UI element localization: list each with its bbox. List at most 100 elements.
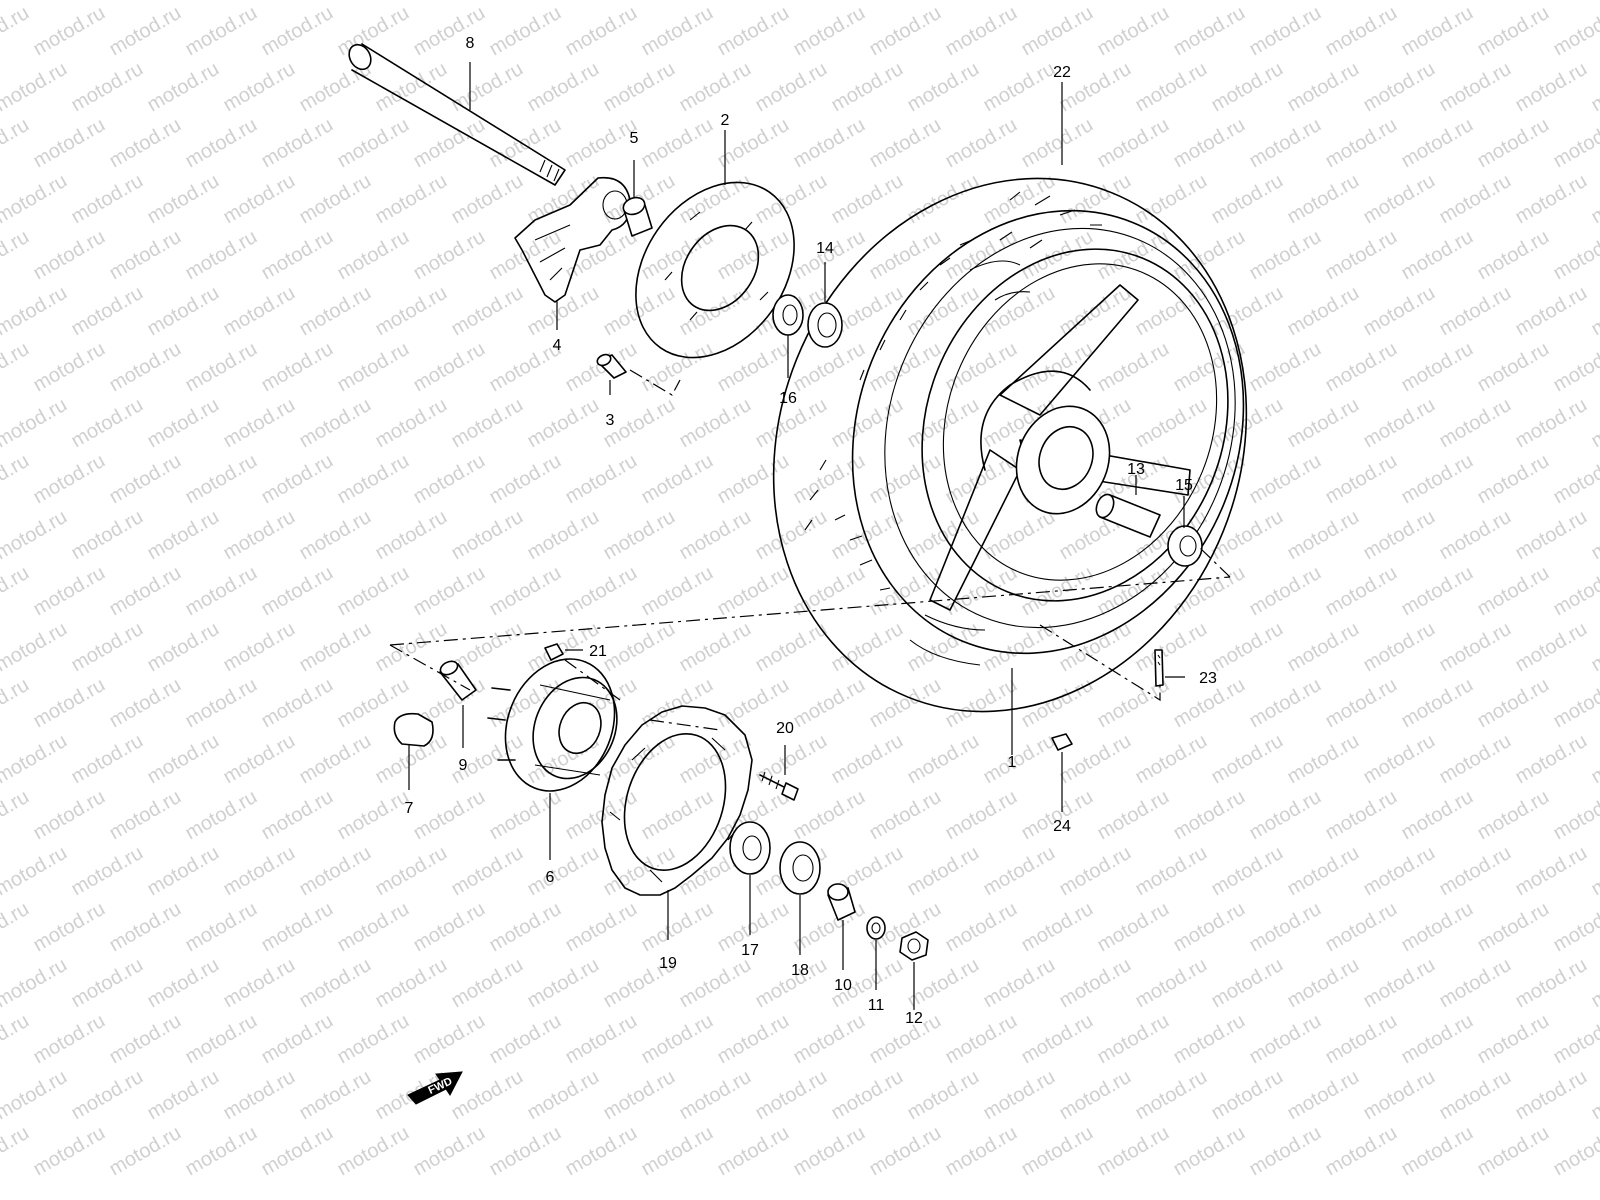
watermark-text: motod.ru: [182, 450, 261, 509]
watermark-text: motod.ru: [1208, 394, 1287, 453]
watermark-text: motod.ru: [942, 114, 1021, 173]
watermark-text: motod.ru: [372, 282, 451, 341]
watermark-text: motod.ru: [1132, 58, 1211, 117]
watermark-text: motod.ru: [0, 58, 71, 117]
watermark-text: motod.ru: [1284, 0, 1363, 4]
watermark-text: motod.ru: [790, 786, 869, 845]
watermark-text: motod.ru: [676, 506, 755, 565]
watermark-text: motod.ru: [448, 394, 527, 453]
watermark-text: motod.ru: [1208, 282, 1287, 341]
watermark-text: motod.ru: [486, 1010, 565, 1069]
watermark-text: motod.ru: [1246, 226, 1325, 285]
watermark-text: motod.ru: [752, 58, 831, 117]
watermark-text: motod.ru: [1170, 2, 1249, 61]
watermark-text: motod.ru: [676, 954, 755, 1013]
watermark-text: motod.ru: [752, 170, 831, 229]
watermark-text: motod.ru: [828, 170, 907, 229]
watermark-text: motod.ru: [942, 1122, 1021, 1181]
watermark-text: motod.ru: [1550, 674, 1600, 733]
watermark-text: motod.ru: [1474, 786, 1553, 845]
watermark-text: motod.ru: [1360, 0, 1439, 4]
watermark-text: motod.ru: [524, 394, 603, 453]
watermark-text: motod.ru: [372, 394, 451, 453]
watermark-text: motod.ru: [1284, 394, 1363, 453]
watermark-text: motod.ru: [1246, 338, 1325, 397]
watermark-text: motod.ru: [0, 450, 33, 509]
watermark-text: motod.ru: [1208, 618, 1287, 677]
wheel-rim: [909, 248, 1229, 666]
watermark-text: motod.ru: [942, 1010, 1021, 1069]
watermark-text: motod.ru: [0, 0, 71, 4]
watermark-text: motod.ru: [106, 1122, 185, 1181]
part-number-2: 2: [721, 112, 730, 129]
watermark-text: motod.ru: [1322, 562, 1401, 621]
watermark-text: motod.ru: [1360, 282, 1439, 341]
watermark-text: motod.ru: [942, 450, 1021, 509]
watermark-text: motod.ru: [980, 842, 1059, 901]
nut-21: [544, 643, 564, 661]
watermark-text: motod.ru: [1512, 1066, 1591, 1125]
watermark-text: motod.ru: [334, 786, 413, 845]
watermark-text: motod.ru: [1094, 786, 1173, 845]
watermark-text: motod.ru: [1322, 898, 1401, 957]
watermark-text: motod.ru: [676, 282, 755, 341]
watermark-text: motod.ru: [144, 730, 223, 789]
watermark-text: motod.ru: [1360, 58, 1439, 117]
watermark-text: motod.ru: [0, 730, 71, 789]
watermark-text: motod.ru: [790, 898, 869, 957]
watermark-text: motod.ru: [600, 58, 679, 117]
watermark-text: motod.ru: [258, 2, 337, 61]
watermark-text: motod.ru: [1398, 674, 1477, 733]
watermark-text: motod.ru: [68, 58, 147, 117]
watermark-text: motod.ru: [30, 114, 109, 173]
watermark-text: motod.ru: [524, 1066, 603, 1125]
watermark-text: motod.ru: [1284, 282, 1363, 341]
watermark-text: motod.ru: [1170, 562, 1249, 621]
watermark-text: motod.ru: [1436, 506, 1515, 565]
disc-bolt: [596, 353, 627, 379]
watermark-text: motod.ru: [790, 1122, 869, 1181]
watermark-text: motod.ru: [942, 898, 1021, 957]
watermark-text: motod.ru: [220, 618, 299, 677]
part-number-5: 5: [630, 130, 639, 147]
watermark-text: motod.ru: [1474, 226, 1553, 285]
watermark-text: motod.ru: [68, 170, 147, 229]
watermark-text: motod.ru: [1246, 1122, 1325, 1181]
watermark-text: motod.ru: [1436, 1066, 1515, 1125]
watermark-text: motod.ru: [144, 618, 223, 677]
watermark-text: motod.ru: [1474, 2, 1553, 61]
watermark-text: motod.ru: [1398, 786, 1477, 845]
watermark-text: motod.ru: [1550, 114, 1600, 173]
watermark-text: motod.ru: [638, 2, 717, 61]
watermark-text: motod.ru: [1588, 954, 1600, 1013]
watermark-text: motod.ru: [1474, 338, 1553, 397]
watermark-text: motod.ru: [334, 1010, 413, 1069]
part-number-22: 22: [1053, 64, 1071, 81]
watermark-text: motod.ru: [0, 618, 71, 677]
watermark-text: motod.ru: [600, 282, 679, 341]
watermark-text: motod.ru: [1512, 954, 1591, 1013]
watermark-text: motod.ru: [676, 0, 755, 4]
watermark-text: motod.ru: [904, 954, 983, 1013]
watermark-text: motod.ru: [942, 2, 1021, 61]
watermark-text: motod.ru: [1360, 954, 1439, 1013]
watermark-text: motod.ru: [1474, 562, 1553, 621]
watermark-text: motod.ru: [296, 618, 375, 677]
watermark-text: motod.ru: [904, 730, 983, 789]
watermark-text: motod.ru: [1284, 842, 1363, 901]
watermark-text: motod.ru: [714, 562, 793, 621]
watermark-text: motod.ru: [1550, 226, 1600, 285]
watermark-text: motod.ru: [372, 506, 451, 565]
watermark-text: motod.ru: [0, 282, 71, 341]
watermark-text: motod.ru: [562, 226, 641, 285]
watermark-text: motod.ru: [600, 0, 679, 4]
watermark-text: motod.ru: [790, 450, 869, 509]
watermark-text: motod.ru: [372, 170, 451, 229]
watermark-text: motod.ru: [904, 842, 983, 901]
watermark-text: motod.ru: [296, 0, 375, 4]
watermark-text: motod.ru: [68, 954, 147, 1013]
watermark-text: motod.ru: [0, 674, 33, 733]
watermark-text: motod.ru: [448, 954, 527, 1013]
watermark-text: motod.ru: [258, 1122, 337, 1181]
